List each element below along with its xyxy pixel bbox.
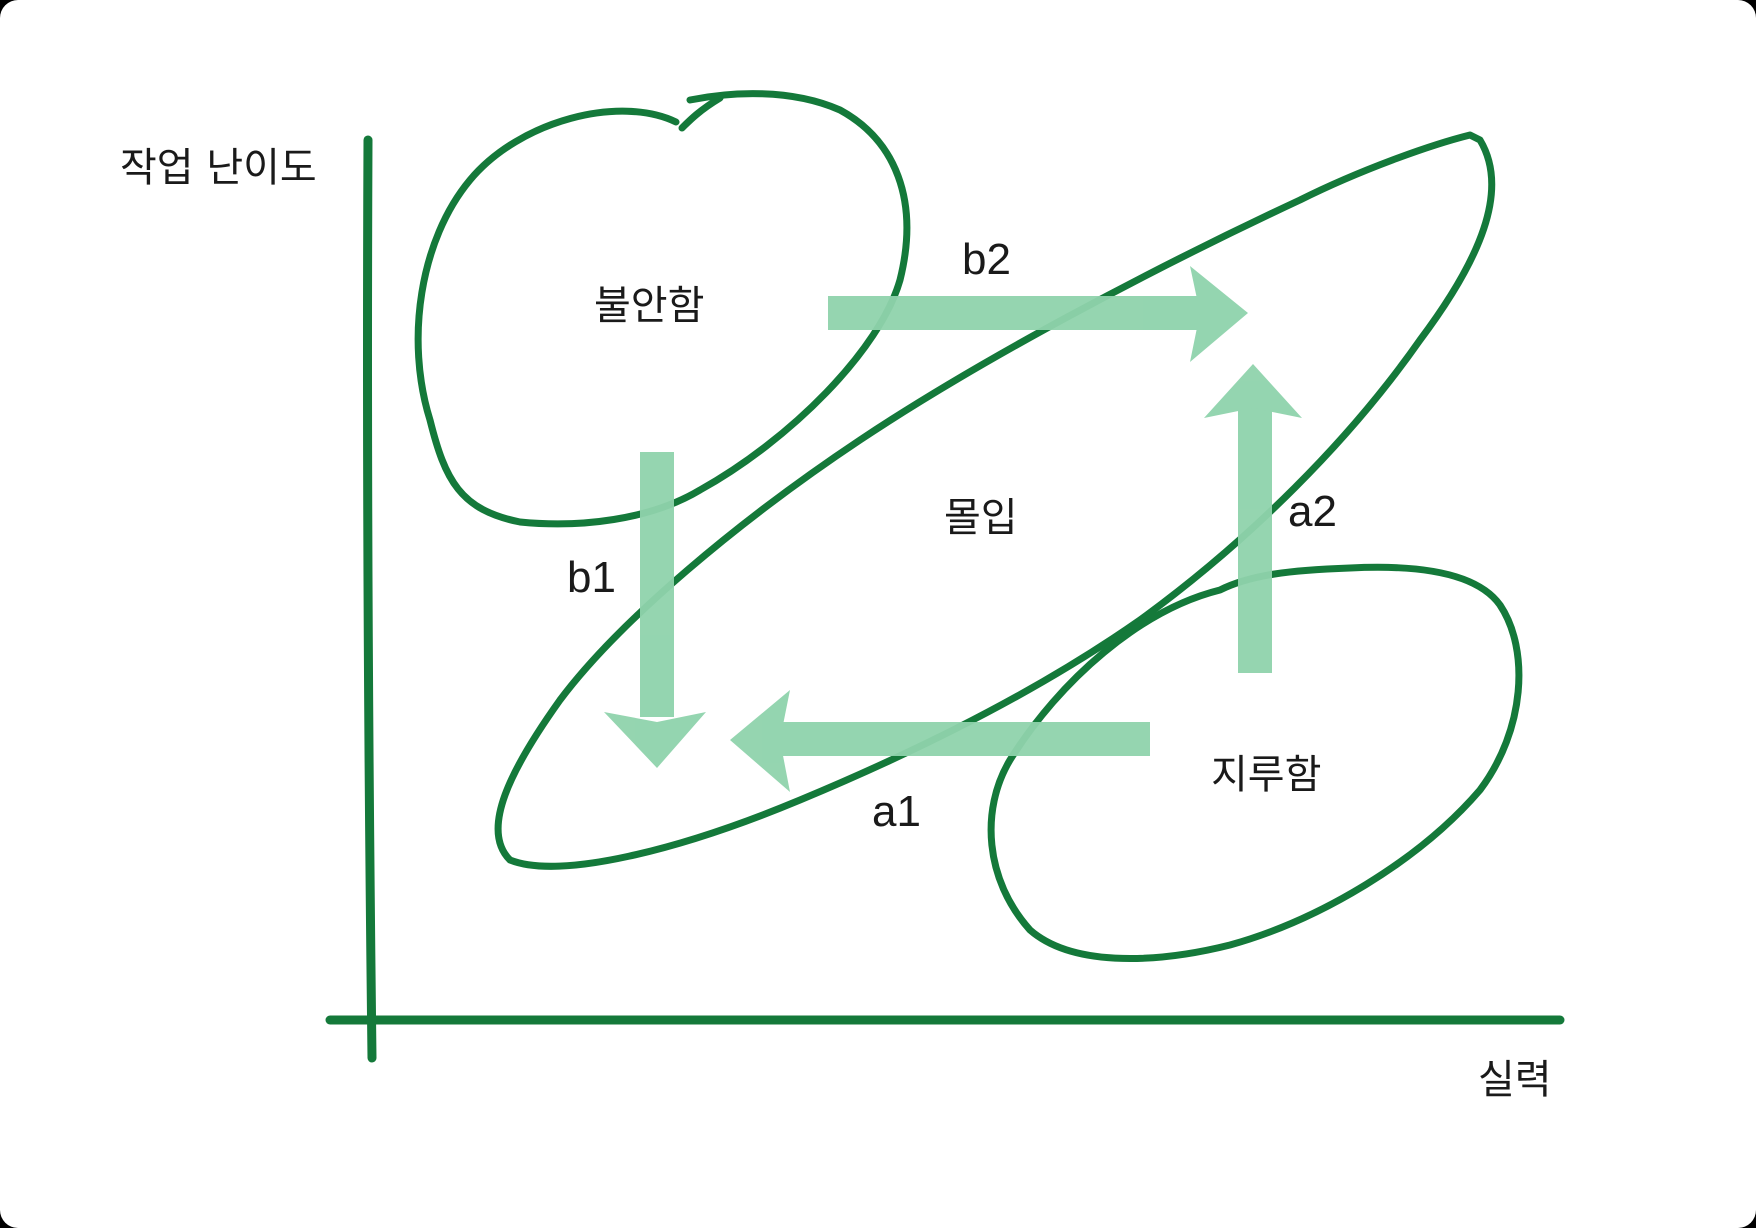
y-axis-label: 작업 난이도	[120, 145, 317, 191]
y-axis-line	[363, 135, 377, 1063]
x-axis-label: 실력	[1478, 1057, 1552, 1103]
anxiety-outline-tail	[678, 94, 724, 132]
anxiety-label: 불안함	[594, 283, 705, 329]
anxiety-region-outline	[414, 90, 911, 528]
move-b2-label: b2	[962, 235, 1011, 284]
arrow-a1	[730, 690, 1150, 792]
flow-label: 몰입	[944, 495, 1018, 541]
x-axis-line	[325, 1015, 1565, 1026]
arrow-b2	[828, 266, 1248, 362]
move-a1-label: a1	[872, 787, 921, 836]
arrow-a2	[1204, 364, 1302, 673]
move-a2-label: a2	[1288, 487, 1337, 536]
arrow-b1	[604, 452, 706, 768]
boredom-label: 지루함	[1211, 752, 1322, 798]
boredom-region-outline	[987, 563, 1523, 962]
move-b1-label: b1	[567, 553, 616, 602]
